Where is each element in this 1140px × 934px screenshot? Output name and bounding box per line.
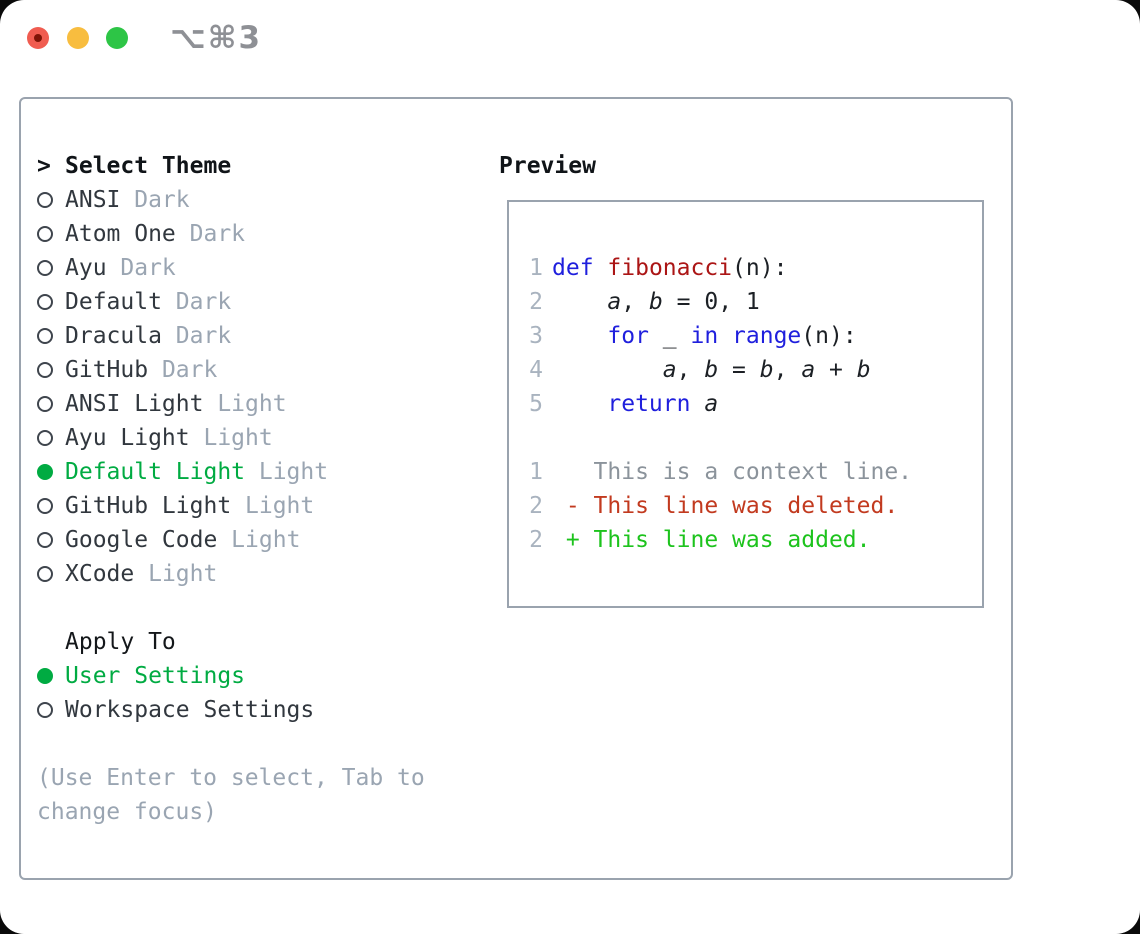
option-label: Atom One [65,221,176,247]
theme-option-github-light[interactable]: GitHub Light Light [37,489,492,523]
radio-selected-icon [37,668,65,684]
option-label: Google Code [65,527,218,553]
option-label: XCode [65,561,135,587]
radio-icon [37,532,65,548]
radio-icon [37,498,65,514]
apply-option-workspace-settings[interactable]: Workspace Settings [37,693,492,727]
line-number: 3 [529,323,543,349]
option-label: User Settings [65,663,246,689]
prompt-caret-icon: > [37,153,51,179]
radio-icon [37,702,65,718]
radio-icon [37,430,65,446]
theme-option-ansi[interactable]: ANSI Dark [37,183,492,217]
radio-icon [37,396,65,412]
option-label: Default [65,289,162,315]
option-label: GitHub [65,357,149,383]
line-number: 1 [529,459,543,485]
radio-selected-icon [37,464,65,480]
option-variant-label: Light [245,459,329,485]
option-variant-label: Dark [175,221,246,247]
option-variant-label: Light [203,391,287,417]
option-label: Default Light [65,459,246,485]
preview-line: 3 for _ in range(n): [529,319,982,353]
line-number: 4 [529,357,543,383]
radio-icon [37,328,65,344]
line-content: def fibonacci(n): [552,255,788,281]
option-variant-label: Light [189,425,273,451]
preview-line: 4 a, b = b, a + b [529,353,982,387]
theme-option-default[interactable]: Default Dark [37,285,492,319]
apply-to-header: Apply To [37,625,492,659]
radio-icon [37,294,65,310]
theme-option-default-light[interactable]: Default Light Light [37,455,492,489]
theme-option-xcode[interactable]: XCode Light [37,557,492,591]
line-content: for _ in range(n): [607,323,857,349]
option-label: Ayu Light [65,425,190,451]
select-theme-title: Select Theme [65,153,232,179]
line-content: - This line was deleted. [552,493,899,519]
close-button[interactable] [27,27,49,49]
option-label: Ayu [65,255,107,281]
theme-option-ansi-light[interactable]: ANSI Light Light [37,387,492,421]
option-variant-label: Light [217,527,301,553]
option-label: ANSI [65,187,121,213]
line-number: 2 [529,289,543,315]
option-variant-label: Dark [161,289,232,315]
window-shortcut-label: ⌥⌘3 [170,20,263,56]
option-variant-label: Light [231,493,315,519]
radio-icon [37,362,65,378]
select-theme-header: > Select Theme [37,149,492,183]
line-number: 5 [529,391,543,417]
spacer [37,591,492,625]
theme-option-ayu[interactable]: Ayu Dark [37,251,492,285]
theme-option-github[interactable]: GitHub Dark [37,353,492,387]
preview-line: 1 def fibonacci(n): [529,251,982,285]
preview-line: 2 + This line was added. [529,523,982,557]
theme-option-dracula[interactable]: Dracula Dark [37,319,492,353]
line-content: a, b = 0, 1 [607,289,760,315]
line-content: This is a context line. [552,459,913,485]
preview-line: 1 This is a context line. [529,455,982,489]
apply-option-user-settings[interactable]: User Settings [37,659,492,693]
option-label: Dracula [65,323,162,349]
option-variant-label: Light [134,561,218,587]
preview-line: 2 a, b = 0, 1 [529,285,982,319]
preview-line: 5 return a [529,387,982,421]
option-variant-label: Dark [161,323,232,349]
option-label: GitHub Light [65,493,232,519]
line-number: 2 [529,493,543,519]
radio-icon [37,566,65,582]
option-label: ANSI Light [65,391,204,417]
radio-icon [37,192,65,208]
spacer [37,727,492,761]
keyboard-hint: (Use Enter to select, Tab to change focu… [37,765,425,825]
option-label: Workspace Settings [65,697,315,723]
option-variant-label: Dark [120,187,190,213]
radio-icon [37,260,65,276]
theme-option-ayu-light[interactable]: Ayu Light Light [37,421,492,455]
line-content: return a [607,391,719,417]
line-content: + This line was added. [552,527,871,553]
preview-line [529,421,982,455]
radio-icon [37,226,65,242]
preview-title: Preview [499,153,596,179]
line-number: 2 [529,527,543,553]
option-variant-label: Dark [148,357,218,383]
theme-option-atom-one[interactable]: Atom One Dark [37,217,492,251]
option-variant-label: Dark [106,255,176,281]
zoom-button[interactable] [106,27,128,49]
preview-line: 2 - This line was deleted. [529,489,982,523]
line-content: a, b = b, a + b [662,357,871,383]
theme-option-google-code[interactable]: Google Code Light [37,523,492,557]
line-number: 1 [529,255,543,281]
apply-to-title: Apply To [65,629,176,655]
window-titlebar: ⌥⌘3 [0,0,1140,76]
minimize-button[interactable] [67,27,89,49]
